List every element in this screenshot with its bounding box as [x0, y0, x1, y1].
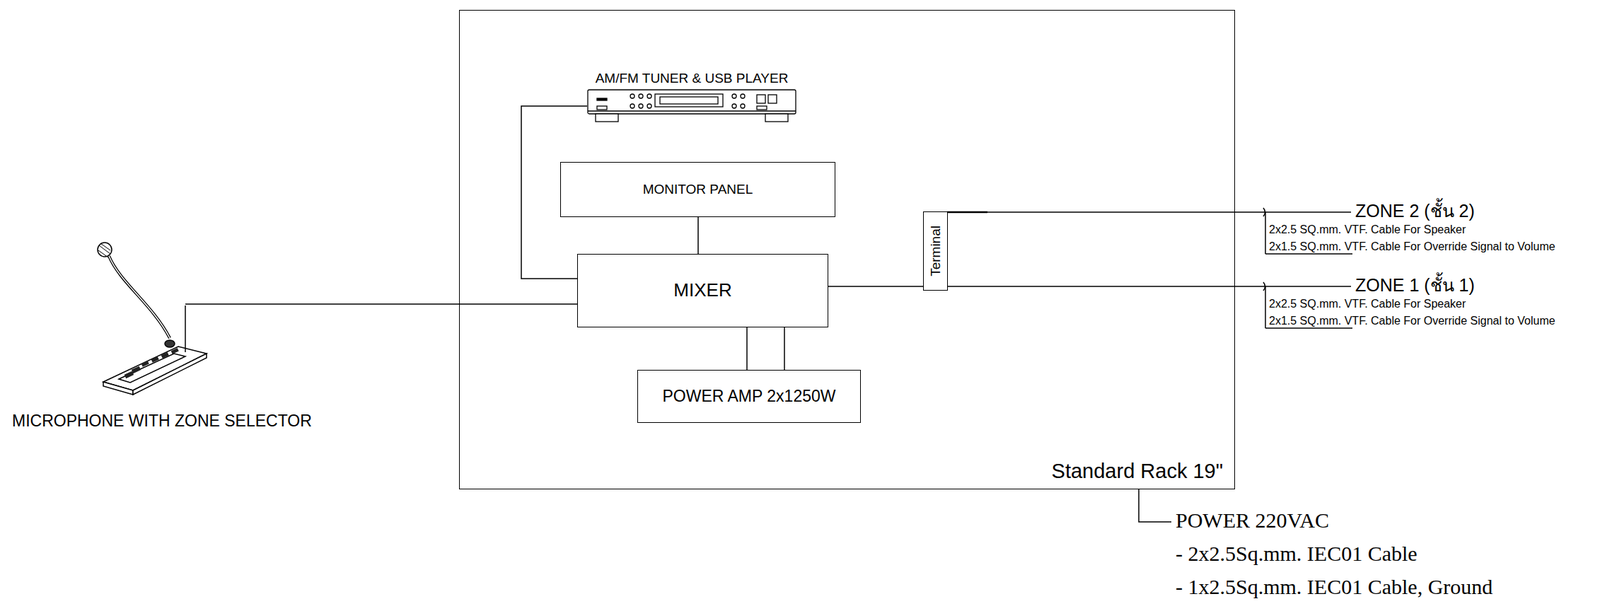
power-note: - 1x2.5Sq.mm. IEC01 Cable, Ground [1175, 575, 1493, 600]
leader-line [1264, 212, 1267, 254]
tuner-illustration [587, 87, 797, 125]
node-text: POWER AMP 2x1250W [662, 386, 837, 406]
signal-wire [783, 327, 786, 370]
process-box: POWER AMP 2x1250W [637, 369, 861, 423]
signal-wire [746, 327, 748, 370]
signal-wire [521, 106, 588, 279]
cable-note: 2x2.5 SQ.mm. VTF. Cable For Speaker [1268, 297, 1466, 311]
rack-frame: Standard Rack 19" AM/FM TUNER & USB PLAYE… [459, 9, 1236, 490]
signal-wire [697, 217, 699, 254]
zone-wire [947, 285, 1352, 288]
zone-wire [947, 211, 988, 214]
power-wire [1138, 489, 1172, 523]
power-note: - 2x2.5Sq.mm. IEC01 Cable [1175, 541, 1418, 567]
node-text: Standard Rack 19" [1051, 459, 1223, 484]
node-text: AM/FM TUNER & USB PLAYER [587, 70, 797, 87]
zone-label: ZONE 2 (ชั้น 2) [1355, 200, 1475, 222]
zone-label: ZONE 1 (ชั้น 1) [1355, 275, 1475, 296]
cable-note: 2x1.5 SQ.mm. VTF. Cable For Override Sig… [1268, 240, 1556, 254]
zone-wire [987, 211, 1352, 213]
wire-mark [1263, 282, 1266, 291]
tuner-unit: AM/FM TUNER & USB PLAYER [587, 87, 797, 125]
wire-mark [1263, 207, 1266, 217]
power-label: POWER 220VAC [1175, 508, 1330, 534]
process-box: MONITOR PANEL [560, 161, 836, 218]
leader-line [1265, 253, 1353, 255]
cable-note: 2x2.5 SQ.mm. VTF. Cable For Speaker [1268, 223, 1466, 237]
terminal-block: Terminal [923, 211, 948, 291]
cable-note: 2x1.5 SQ.mm. VTF. Cable For Override Sig… [1268, 314, 1556, 328]
signal-wire [828, 285, 924, 288]
leader-line [1264, 286, 1267, 329]
node-text: MIXER [673, 280, 732, 302]
microphone-illustration [97, 242, 207, 395]
node-text: MICROPHONE WITH ZONE SELECTOR [12, 411, 312, 431]
node-text: Terminal [928, 225, 944, 277]
microphone-unit: MICROPHONE WITH ZONE SELECTOR [91, 304, 220, 397]
node-text: MONITOR PANEL [642, 181, 754, 198]
process-box: MIXER [577, 253, 829, 328]
signal-wire [185, 303, 578, 305]
leader-line [1265, 327, 1353, 329]
